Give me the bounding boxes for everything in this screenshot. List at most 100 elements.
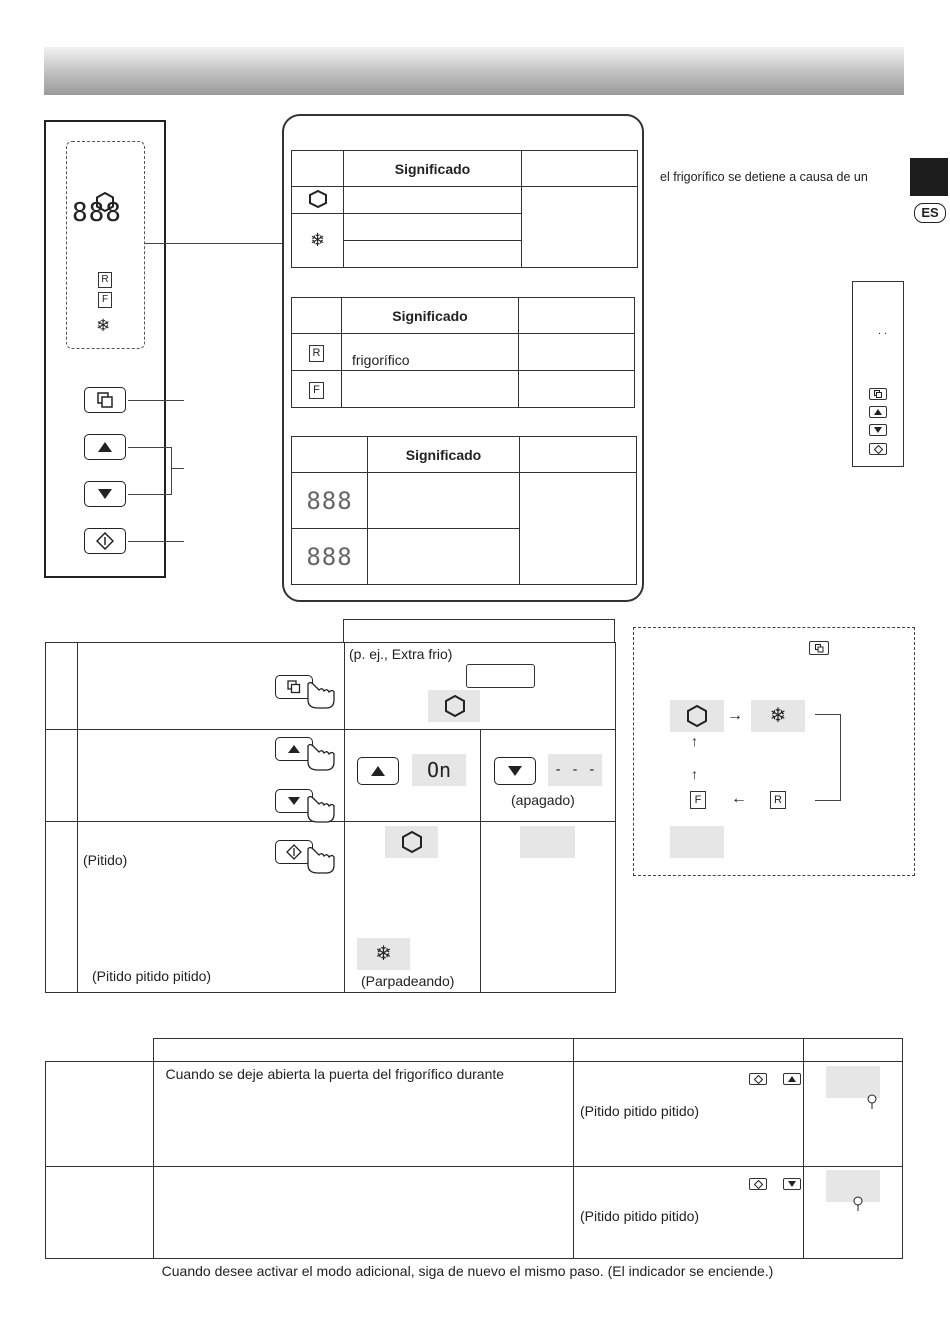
mode-button[interactable] [84,387,126,413]
steps-header-cell [343,619,615,642]
copy-icon [874,390,882,398]
hexagon-icon [687,704,707,728]
right-note-text: el frigorífico se detiene a causa de un [660,170,868,184]
snowflake-icon: ❄ [96,316,111,335]
mini-mode-button [809,641,829,655]
diamond-lock-icon [96,532,114,550]
alarm-row2-beep: (Pitido pitido pitido) [580,1208,700,1224]
diamond-lock-icon [873,444,883,454]
down-arrow-icon [288,797,300,805]
diamond-lock-icon [286,844,302,860]
off-label: (apagado) [511,792,575,808]
mini-lock-button [749,1178,767,1190]
down-arrow-icon [508,766,522,776]
r-mode-icon: R [98,272,112,288]
leader-line [171,468,184,469]
pin-icon [867,1094,877,1109]
f-mode-icon: F [98,292,112,308]
section-header-bar [44,47,904,95]
table-header: Significado [367,436,520,473]
up-arrow-icon [98,442,112,452]
compartment-indicator-table: Significado R frigorífico F [291,297,635,408]
down-arrow-box [494,757,536,785]
callout-bubble [466,664,535,688]
down-arrow-icon [788,1181,796,1187]
up-arrow-box [357,757,399,785]
up-arrow-icon [371,766,385,776]
leader-line [128,447,172,448]
language-tab [910,158,948,196]
up-arrow-icon [288,745,300,753]
pin-icon [853,1196,863,1211]
leader-line [128,400,184,401]
step1-mode-button [275,675,313,699]
language-badge: ES [914,203,946,223]
leader-line [128,541,184,542]
copy-icon [814,643,823,652]
mini-digits: . . [878,325,888,337]
up-arrow-icon [874,409,882,415]
alarm-display [826,1066,880,1098]
hand-press-icon [307,846,335,874]
mini-lock-button [869,443,887,455]
arrow-right-icon: → [727,707,743,724]
temperature-digits: 888 [72,198,122,228]
snowflake-icon: ❄ [751,700,805,732]
mini-panel [852,281,904,467]
cycle-line [815,714,841,715]
blinking-label: (Parpadeando) [361,973,455,989]
display-area [66,141,145,349]
beep-text: (Pitido) [83,852,128,868]
triple-beep-text: (Pitido pitido pitido) [92,968,212,984]
digits-icon: 888 [306,542,353,571]
f-mode-icon: F [690,791,706,809]
table-header: Significado [343,150,522,187]
mini-down-button [869,424,887,436]
diamond-lock-icon [753,1074,763,1084]
digits-icon: 888 [306,486,353,515]
control-panel [44,120,166,578]
copy-icon [97,392,113,408]
step2-up-button [275,737,313,761]
mode-cycle-box [633,627,915,876]
mini-mode-button [869,388,887,400]
hand-press-icon [307,681,335,709]
hexagon-icon [445,694,465,718]
alarm-row1-beep: (Pitido pitido pitido) [580,1103,700,1119]
copy-icon [287,680,301,694]
mini-up-button [869,406,887,418]
snowflake-icon: ❄ [291,213,344,268]
lock-button[interactable] [84,528,126,554]
arrow-up-icon: ↑ [691,733,698,749]
blank-display [520,826,575,858]
off-display: - - - [548,754,602,786]
up-button[interactable] [84,434,126,460]
down-arrow-icon [874,427,882,433]
hexagon-icon [96,191,114,213]
down-button[interactable] [84,481,126,507]
indicator-explanation-box [282,114,644,602]
leader-line [128,494,172,495]
arrow-up-icon: ↑ [691,766,698,782]
hexagon-icon [402,830,422,854]
cycle-line [840,714,841,801]
r-mode-icon: R [770,791,786,809]
leader-line [145,243,282,244]
mode-indicator-table: Significado ❄ [291,150,638,268]
row-text: frigorífico [341,333,519,371]
table-header: Significado [341,297,519,334]
hexagon-icon [308,189,327,208]
leader-line [171,447,172,495]
down-arrow-icon [98,489,112,499]
mini-lock-button [749,1073,767,1085]
alarm-table: Cuando se deje abierta la puerta del fri… [45,1038,903,1259]
cycle-line [815,800,841,801]
hand-press-icon [307,795,335,823]
display-indicator-table: Significado 888 888 [291,436,637,585]
footer-note: Cuando desee activar el modo adicional, … [161,1263,774,1279]
hand-press-icon [307,743,335,771]
r-mode-icon: R [309,344,324,362]
blinking-mode-display [428,690,480,722]
cycle-blank-display [670,826,724,858]
mini-up-button [783,1073,801,1085]
